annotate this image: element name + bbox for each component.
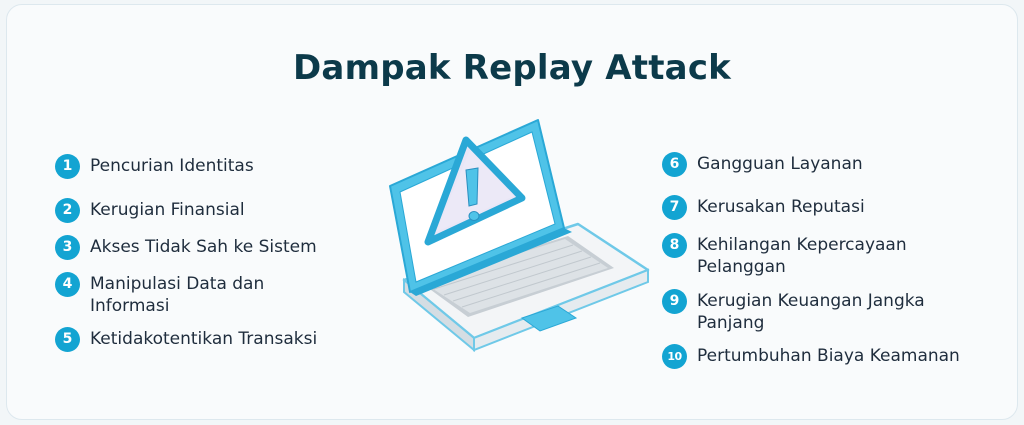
impact-label: Kerusakan Reputasi bbox=[697, 197, 865, 217]
number-badge: 2 bbox=[55, 198, 80, 223]
impact-item-4: 4 Manipulasi Data dan Informasi bbox=[55, 272, 265, 317]
impact-item-6: 6 Gangguan Layanan bbox=[662, 152, 863, 177]
impact-item-7: 7 Kerusakan Reputasi bbox=[662, 195, 865, 220]
impact-item-10: 10 Pertumbuhan Biaya Keamanan bbox=[662, 344, 960, 369]
number-badge: 8 bbox=[662, 233, 687, 258]
impact-label: Pencurian Identitas bbox=[90, 156, 254, 176]
number-badge: 3 bbox=[55, 235, 80, 260]
number-badge: 1 bbox=[55, 154, 80, 179]
number-badge: 5 bbox=[55, 327, 80, 352]
impact-item-3: 3 Akses Tidak Sah ke Sistem bbox=[55, 235, 317, 260]
impact-label: Kerugian Finansial bbox=[90, 200, 245, 220]
number-badge: 9 bbox=[662, 289, 687, 314]
number-badge: 7 bbox=[662, 195, 687, 220]
laptop-warning-icon bbox=[389, 119, 650, 353]
impact-label: Ketidakotentikan Transaksi bbox=[90, 329, 318, 349]
impact-item-8: 8 Kehilangan Kepercayaan Pelanggan bbox=[662, 233, 907, 278]
impact-label: Kehilangan Kepercayaan Pelanggan bbox=[697, 235, 907, 277]
impact-item-9: 9 Kerugian Keuangan Jangka Panjang bbox=[662, 289, 925, 334]
number-badge: 4 bbox=[55, 272, 80, 297]
number-badge: 10 bbox=[662, 344, 687, 369]
impact-item-2: 2 Kerugian Finansial bbox=[55, 198, 245, 223]
impact-label: Pertumbuhan Biaya Keamanan bbox=[697, 346, 960, 366]
impact-label: Akses Tidak Sah ke Sistem bbox=[90, 237, 317, 257]
impact-item-1: 1 Pencurian Identitas bbox=[55, 154, 254, 179]
page-title: Dampak Replay Attack bbox=[293, 48, 731, 88]
impact-label: Kerugian Keuangan Jangka Panjang bbox=[697, 291, 925, 333]
number-badge: 6 bbox=[662, 152, 687, 177]
impact-label: Manipulasi Data dan Informasi bbox=[90, 274, 265, 316]
impact-label: Gangguan Layanan bbox=[697, 154, 863, 174]
impact-item-5: 5 Ketidakotentikan Transaksi bbox=[55, 327, 318, 352]
